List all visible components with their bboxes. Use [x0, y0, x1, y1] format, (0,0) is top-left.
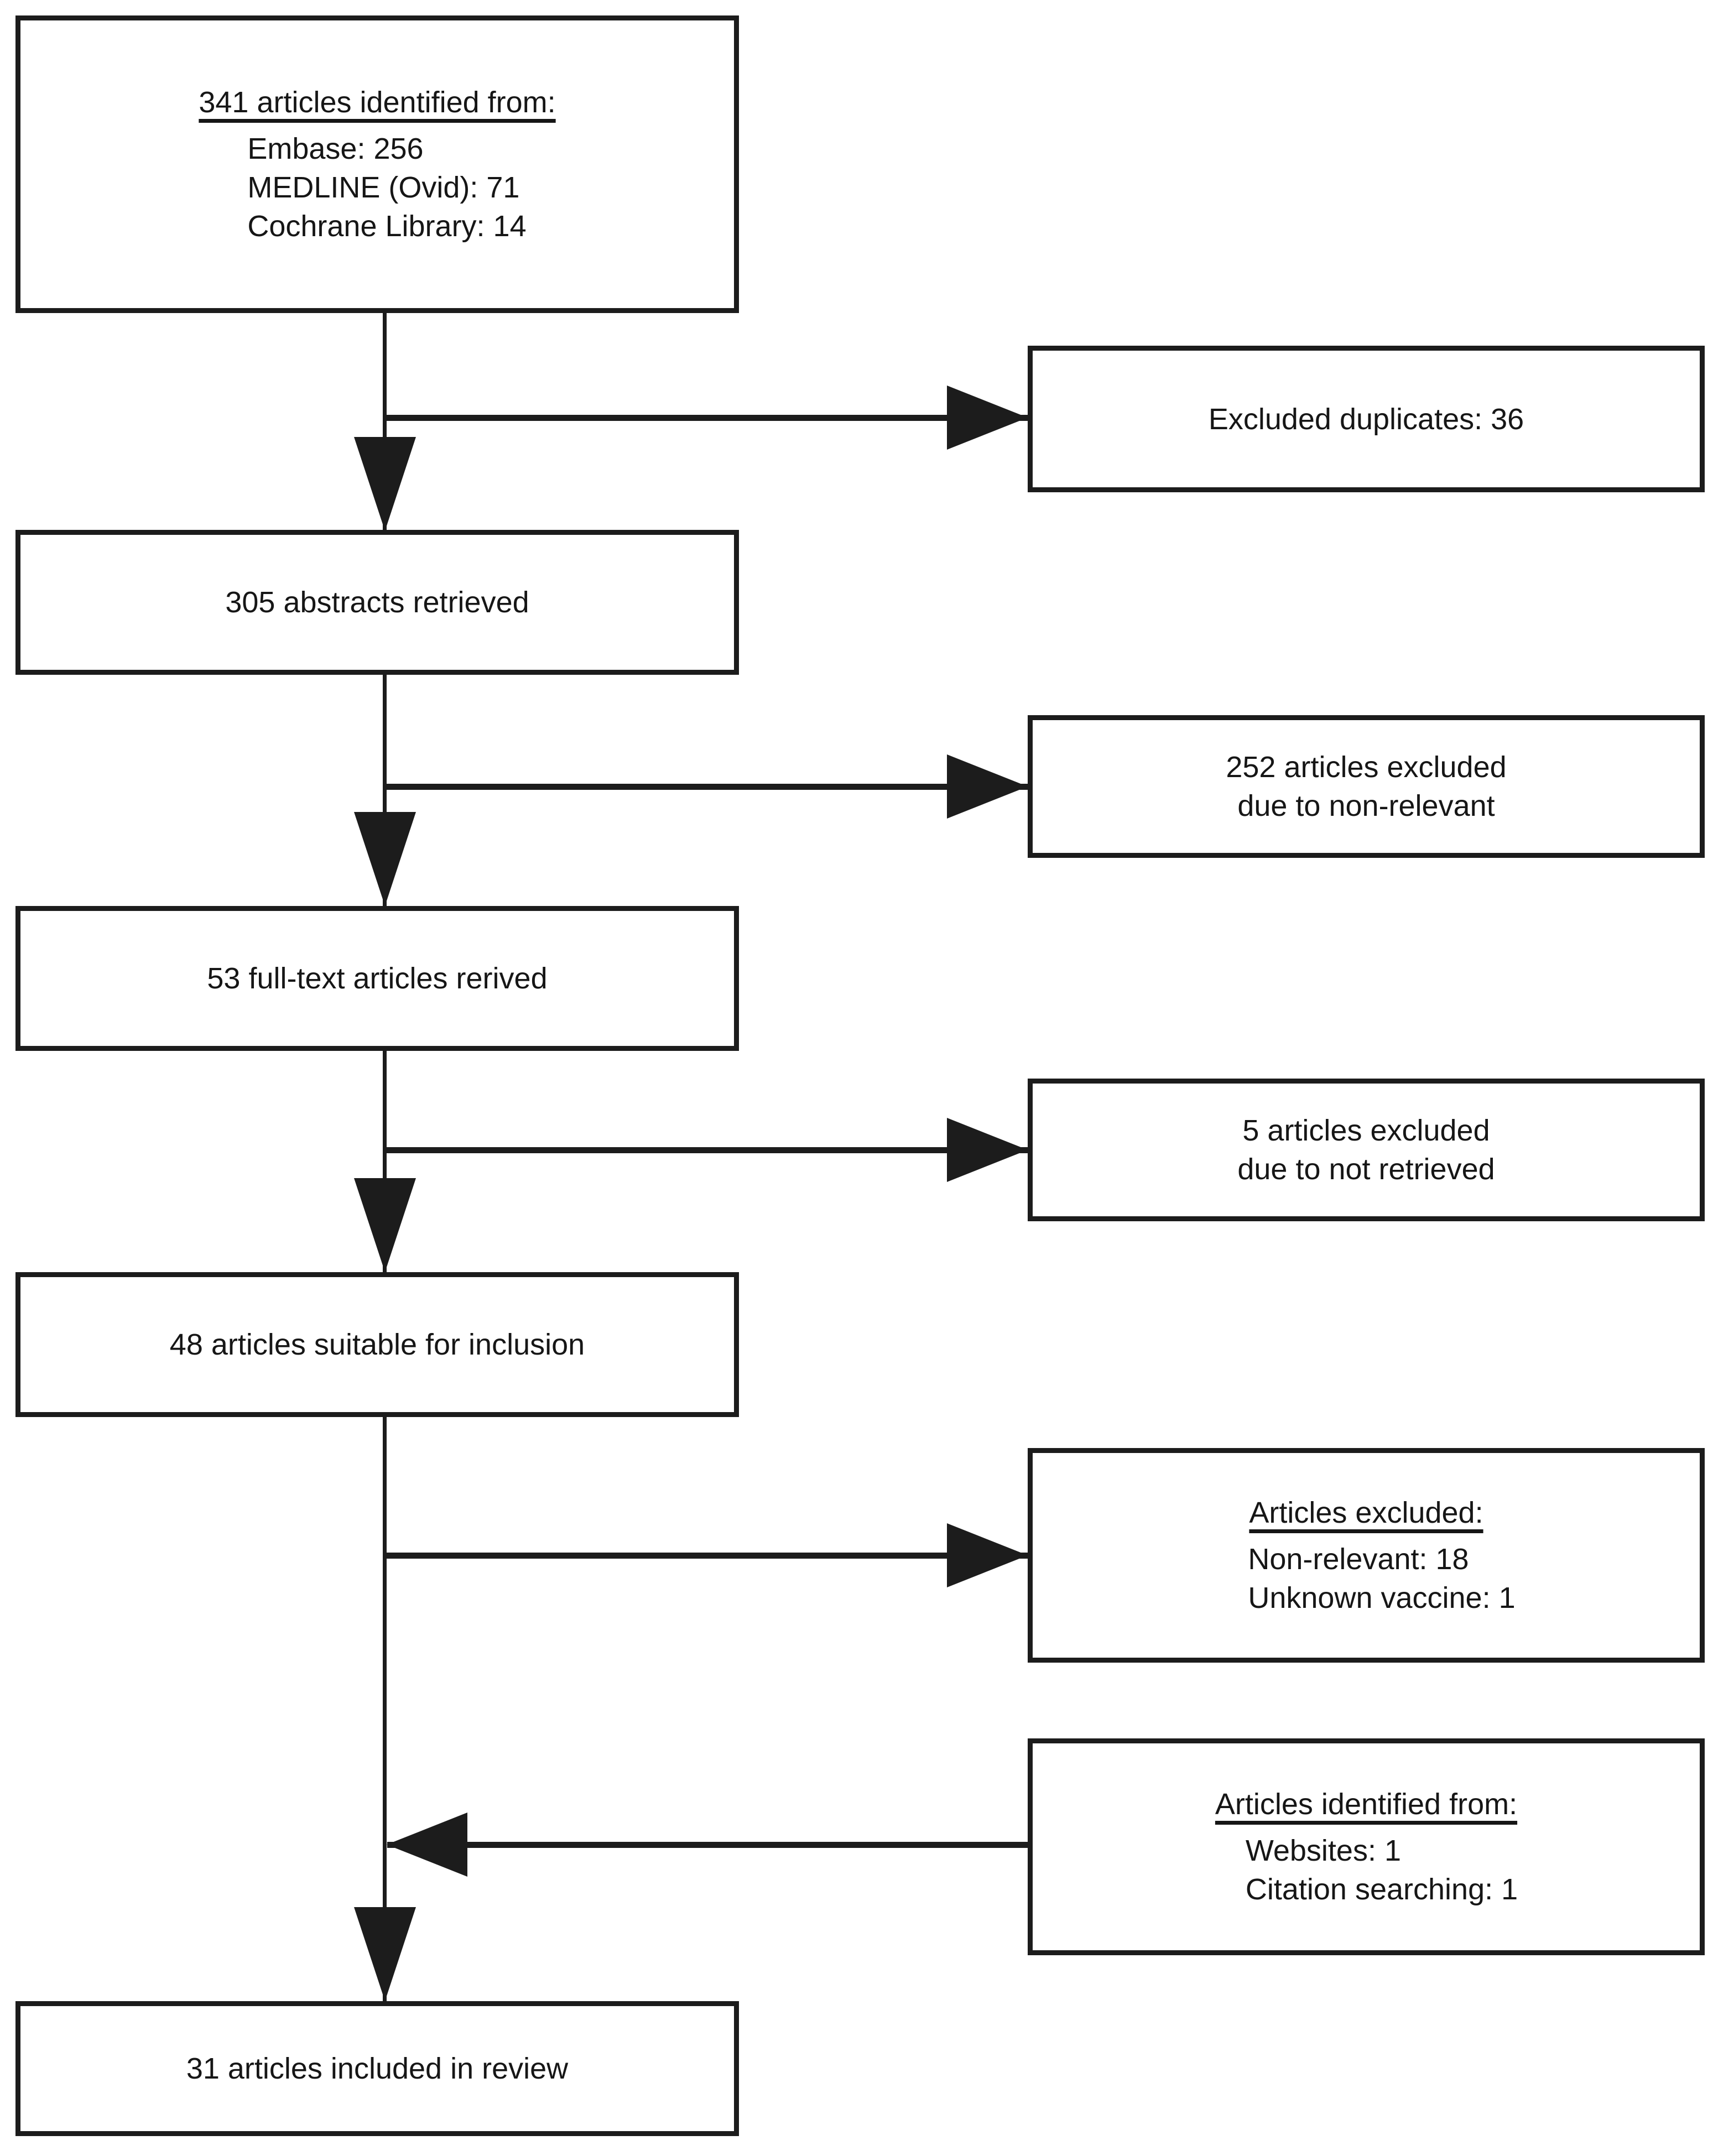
- branch-to-not-retrieved: [384, 1147, 1028, 1153]
- arrow-left-icon: [387, 1813, 467, 1877]
- arrow-right-icon: [947, 1523, 1028, 1587]
- box-excluded-nonrelevant: 252 articles excluded due to non-relevan…: [1028, 715, 1705, 858]
- box-label: Excluded duplicates: 36: [1208, 402, 1524, 436]
- branch-to-articles-excluded: [384, 1553, 1028, 1559]
- box-label-line: due to non-relevant: [1237, 789, 1495, 822]
- box-articles-identified-other: Articles identified from: Websites: 1 Ci…: [1028, 1738, 1705, 1955]
- exclusion-item: Unknown vaccine: 1: [1248, 1581, 1516, 1615]
- source-item: Websites: 1: [1245, 1834, 1401, 1867]
- box-included-in-review: 31 articles included in review: [15, 2001, 739, 2136]
- branch-to-nonrelevant: [384, 784, 1028, 790]
- box-label: 305 abstracts retrieved: [225, 586, 529, 619]
- box-excluded-duplicates: Excluded duplicates: 36: [1028, 346, 1705, 492]
- connector-suitable-to-included: [383, 1417, 387, 2001]
- box-fulltext-articles: 53 full-text articles rerived: [15, 906, 739, 1051]
- connector-abstracts-to-fulltext: [383, 675, 387, 906]
- box-articles-identified: 341 articles identified from: Embase: 25…: [15, 15, 739, 313]
- box-label-line: 252 articles excluded: [1226, 751, 1507, 784]
- arrow-down-icon: [354, 812, 416, 906]
- arrow-right-icon: [947, 754, 1028, 819]
- box-suitable-for-inclusion: 48 articles suitable for inclusion: [15, 1272, 739, 1417]
- source-item: Citation searching: 1: [1245, 1873, 1518, 1906]
- box-excluded-not-retrieved: 5 articles excluded due to not retrieved: [1028, 1079, 1705, 1221]
- source-item: Embase: 256: [247, 132, 424, 165]
- connector-fulltext-to-suitable: [383, 1051, 387, 1272]
- arrow-down-icon: [354, 1907, 416, 2001]
- exclusion-item: Non-relevant: 18: [1248, 1543, 1469, 1576]
- box-label: 53 full-text articles rerived: [207, 962, 548, 995]
- box-label-line: 5 articles excluded: [1242, 1114, 1490, 1147]
- source-item: MEDLINE (Ovid): 71: [247, 171, 520, 204]
- arrow-down-icon: [354, 1178, 416, 1272]
- branch-from-identified-other: [387, 1842, 1028, 1848]
- box-abstracts-retrieved: 305 abstracts retrieved: [15, 530, 739, 675]
- box-label-line: due to not retrieved: [1237, 1153, 1495, 1186]
- box-content: 341 articles identified from: Embase: 25…: [199, 83, 555, 246]
- arrow-right-icon: [947, 386, 1028, 450]
- source-item: Cochrane Library: 14: [247, 210, 527, 243]
- arrow-right-icon: [947, 1118, 1028, 1182]
- box-label: 31 articles included in review: [186, 2052, 569, 2085]
- box-heading: Articles excluded:: [1249, 1496, 1483, 1529]
- box-content: Articles excluded: Non-relevant: 18 Unkn…: [1217, 1493, 1515, 1617]
- box-articles-excluded: Articles excluded: Non-relevant: 18 Unkn…: [1028, 1448, 1705, 1663]
- box-label: 48 articles suitable for inclusion: [169, 1328, 585, 1361]
- box-heading: 341 articles identified from:: [199, 86, 556, 119]
- connector-identified-to-abstracts: [383, 313, 387, 531]
- box-content: Articles identified from: Websites: 1 Ci…: [1215, 1785, 1518, 1909]
- arrow-down-icon: [354, 437, 416, 531]
- branch-to-duplicates: [384, 415, 1028, 421]
- box-heading: Articles identified from:: [1215, 1788, 1518, 1821]
